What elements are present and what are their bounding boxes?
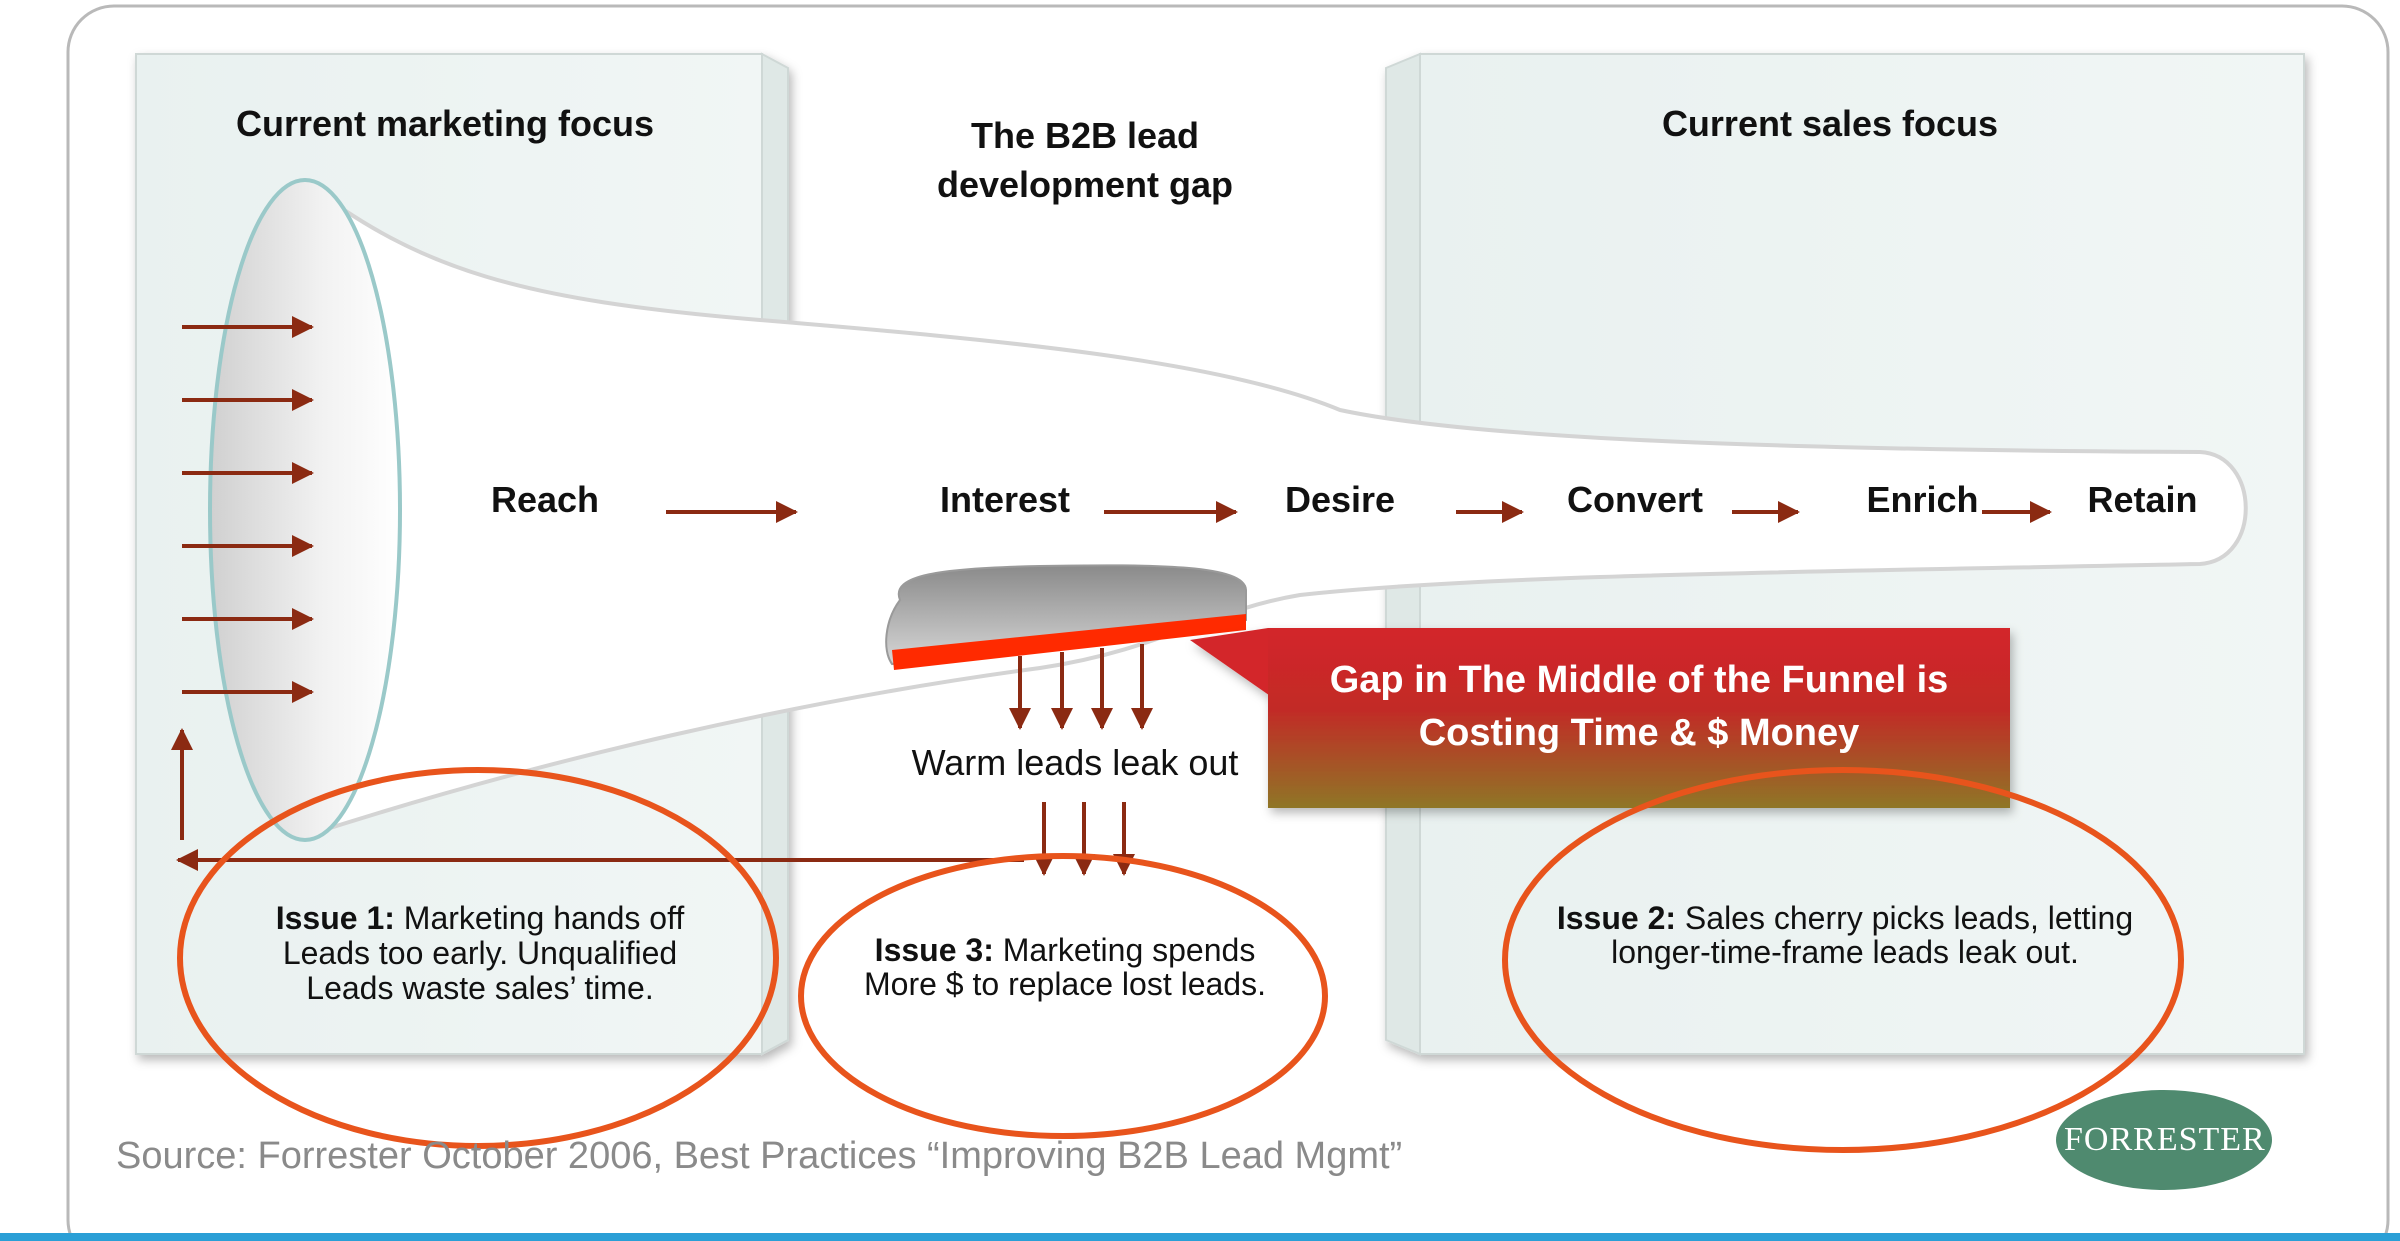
leak-arrows-upper [1009, 644, 1153, 730]
issue1-text1: Marketing hands off [394, 900, 685, 936]
stage-interest: Interest [939, 479, 1071, 520]
forrester-logo-badge [2056, 1090, 2272, 1190]
bottom-strip [0, 1233, 2400, 1241]
stage-retain: Retain [2087, 479, 2198, 520]
gap-bar [892, 614, 1246, 670]
callout-line2: Costing Time & $ Money [1418, 712, 1860, 754]
gap-heading-line2: development gap [936, 164, 1234, 205]
issue3-line1: Issue 3: Marketing spends [830, 932, 1300, 968]
forrester-logo: FORRESTER [2064, 1121, 2266, 1158]
issue2-text1: Sales cherry picks leads, letting [1676, 900, 2134, 936]
leak-label: Warm leads leak out [911, 742, 1239, 783]
stage-reach: Reach [490, 479, 600, 520]
issue1-line1: Issue 1: Marketing hands off [190, 900, 770, 936]
stage-convert: Convert [1566, 479, 1704, 520]
issue1-ellipse [177, 767, 779, 1149]
issue2-label: Issue 2: [1556, 900, 1677, 936]
issue-ellipses [177, 767, 2184, 1153]
callout-line1: Gap in The Middle of the Funnel is [1329, 659, 1949, 701]
issue3-ellipse [798, 853, 1328, 1139]
gap-callout [1190, 628, 2010, 808]
leak-hole [885, 564, 1247, 670]
issue1-label: Issue 1: [275, 900, 395, 936]
issue1-line2: Leads too early. Unqualified [282, 935, 678, 971]
issue1-line3: Leads waste sales’ time. [306, 970, 654, 1006]
issue3-line2: More $ to replace lost leads. [864, 966, 1266, 1002]
inflow-arrows [182, 316, 314, 703]
issue3-label: Issue 3: [874, 932, 994, 968]
stage-desire: Desire [1284, 479, 1396, 520]
funnel-shape [303, 177, 2248, 839]
marketing-focus-heading: Current marketing focus [235, 103, 655, 144]
gap-heading-line1: The B2B lead [970, 115, 1200, 156]
issue3-text1: Marketing spends [993, 932, 1256, 968]
stage-enrich: Enrich [1866, 479, 1979, 520]
sales-focus-heading: Current sales focus [1661, 103, 1999, 144]
funnel-mouth [208, 178, 402, 842]
issue2-line2: longer-time-frame leads leak out. [1611, 934, 2079, 970]
feedback-loop [171, 728, 1024, 871]
source-citation: Source: Forrester October 2006, Best Pra… [116, 1135, 1403, 1177]
issue2-ellipse [1502, 767, 2184, 1153]
issue2-line1: Issue 2: Sales cherry picks leads, letti… [1520, 900, 2170, 936]
